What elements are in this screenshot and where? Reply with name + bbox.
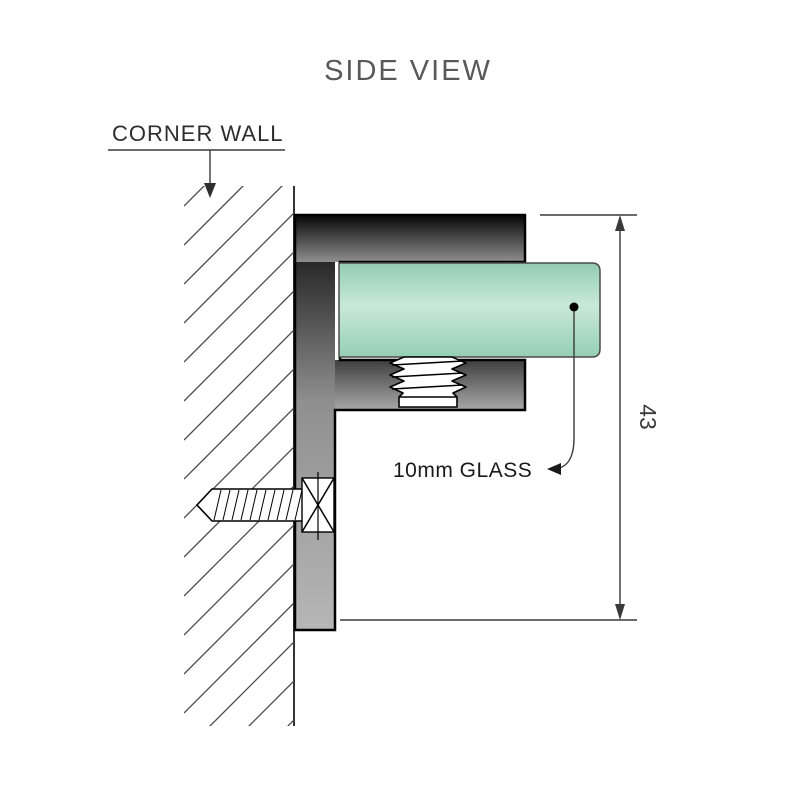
grub-screw-thread-line — [391, 372, 464, 378]
dimension-arrowhead-top-icon — [615, 215, 625, 231]
glass-panel — [338, 262, 601, 358]
wall-screw-threads — [213, 489, 303, 521]
dimension-arrowhead-bottom-icon — [615, 604, 625, 620]
bracket-outline — [293, 213, 527, 632]
wall-screw — [195, 472, 335, 540]
grub-screw-thread-line — [391, 384, 464, 390]
dimension-value: 43 — [635, 404, 661, 430]
corner-wall-arrowhead-icon — [204, 183, 216, 198]
wall-screw-shank — [195, 488, 305, 522]
grub-screw-body — [389, 356, 467, 408]
height-dimension: 43 — [340, 214, 661, 621]
grub-screw-thread-line — [391, 360, 464, 366]
glass-label: 10mm GLASS — [393, 459, 532, 482]
wall-hatching — [184, 186, 294, 726]
wall — [184, 186, 295, 726]
glass-leader-arrowhead-icon — [547, 463, 561, 475]
diagram-title: SIDE VIEW — [324, 55, 492, 87]
corner-wall-label: CORNER WALL — [112, 121, 284, 146]
corner-wall-callout: CORNER WALL — [108, 121, 285, 198]
glass-callout: 10mm GLASS — [393, 302, 579, 482]
bracket-top-arm — [295, 215, 525, 262]
grub-screw — [389, 356, 467, 408]
bracket-spine — [295, 215, 335, 630]
glass-leader-dot — [569, 302, 579, 312]
